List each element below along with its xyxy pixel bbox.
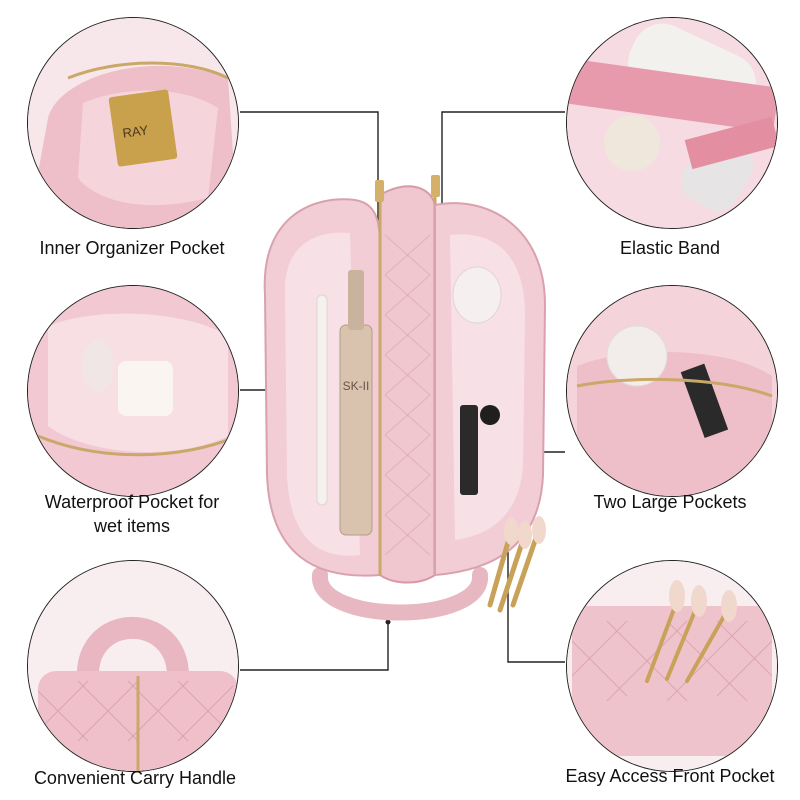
- two-large-pockets-image: [566, 285, 778, 497]
- cosmetic-bag-main-image: SK-II: [263, 175, 547, 621]
- label-convenient-carry-handle: Convenient Carry Handle: [33, 768, 237, 788]
- bottle-brand-text: SK-II: [343, 379, 370, 393]
- label-waterproof-pocket-line2: wet items: [93, 516, 171, 536]
- label-waterproof-pocket-line1: Waterproof Pocket for: [44, 492, 220, 512]
- label-elastic-band: Elastic Band: [619, 238, 721, 258]
- label-two-large-pockets: Two Large Pockets: [593, 492, 747, 512]
- waterproof-pocket-image: [27, 285, 239, 497]
- front-pocket-image: [566, 560, 778, 772]
- inner-organizer-pocket-image: RAY: [27, 17, 239, 229]
- label-inner-organizer-pocket: Inner Organizer Pocket: [39, 238, 225, 258]
- card-brand-text: RAY: [122, 122, 150, 140]
- label-easy-access-front-pocket: Easy Access Front Pocket: [565, 766, 775, 786]
- elastic-band-image: [566, 17, 778, 229]
- carry-handle-image: [27, 560, 239, 772]
